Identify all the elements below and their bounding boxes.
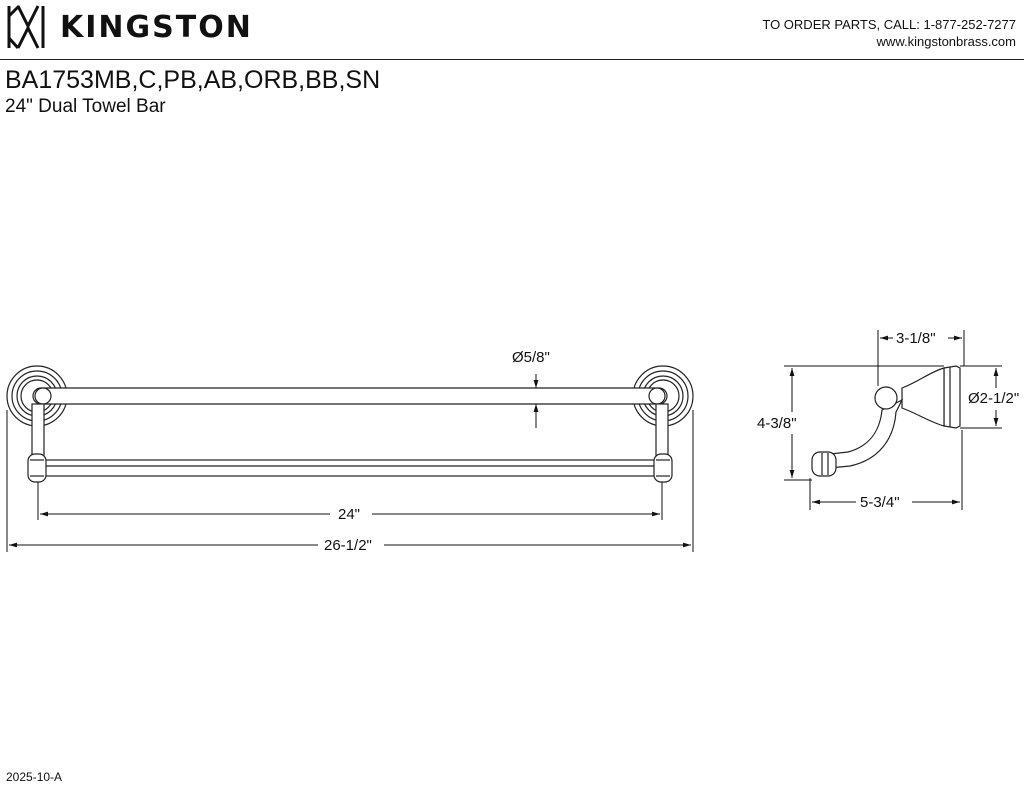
dim-overall-length: 26-1/2" <box>324 537 372 554</box>
model-number: BA1753MB,C,PB,AB,ORB,BB,SN <box>5 66 381 94</box>
header-divider <box>0 59 1024 60</box>
revision-code: 2025-10-A <box>6 770 63 784</box>
support-arms <box>31 403 669 457</box>
lower-bar <box>27 453 673 483</box>
side-dimensions <box>784 330 1002 510</box>
front-view <box>6 365 694 483</box>
kingston-logo-icon <box>7 4 45 50</box>
order-info: TO ORDER PARTS, CALL: 1-877-252-7277 www… <box>762 16 1016 50</box>
upper-bar <box>32 387 668 405</box>
website-link[interactable]: www.kingstonbrass.com <box>876 34 1016 49</box>
dim-projection: 5-3/4" <box>860 494 900 511</box>
front-dimensions <box>6 374 694 552</box>
dim-bar-diameter: Ø5/8" <box>512 349 550 366</box>
dim-flange-diameter: Ø2-1/2" <box>968 390 1019 407</box>
dim-post-depth: 3-1/8" <box>896 330 936 347</box>
side-view <box>811 365 961 477</box>
dim-height: 4-3/8" <box>757 415 797 432</box>
order-phone: TO ORDER PARTS, CALL: 1-877-252-7277 <box>762 17 1016 32</box>
dim-bar-length: 24" <box>338 506 360 523</box>
brand-name: KINGSTON <box>60 9 253 45</box>
product-description: 24" Dual Towel Bar <box>5 96 166 117</box>
brand-logo: KINGSTON <box>6 4 253 50</box>
